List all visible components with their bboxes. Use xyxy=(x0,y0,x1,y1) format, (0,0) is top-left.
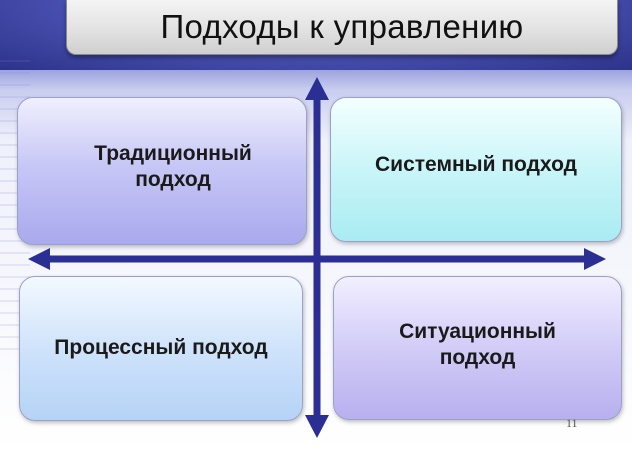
quadrant-label-process: Процессный подход xyxy=(54,336,268,360)
page-number: 11 xyxy=(566,416,578,430)
horizontal-axis-arrow xyxy=(28,248,606,270)
quadrant-label-situational: Ситуационный подход xyxy=(399,319,556,369)
title-box: Подходы к управлению xyxy=(66,0,618,55)
quadrant-label-system: Системный подход xyxy=(375,153,577,177)
quadrant-label-traditional: Традиционный подход xyxy=(94,141,252,191)
slide-title: Подходы к управлению xyxy=(160,8,524,45)
quadrant-traditional-approach: Традиционный подход xyxy=(17,97,307,245)
quadrant-system-approach: Системный подход xyxy=(330,97,622,242)
quadrant-process-approach: Процессный подход xyxy=(19,276,303,421)
vertical-axis-arrow xyxy=(305,77,329,438)
quadrant-situational-approach: Ситуационный подход xyxy=(333,276,622,420)
